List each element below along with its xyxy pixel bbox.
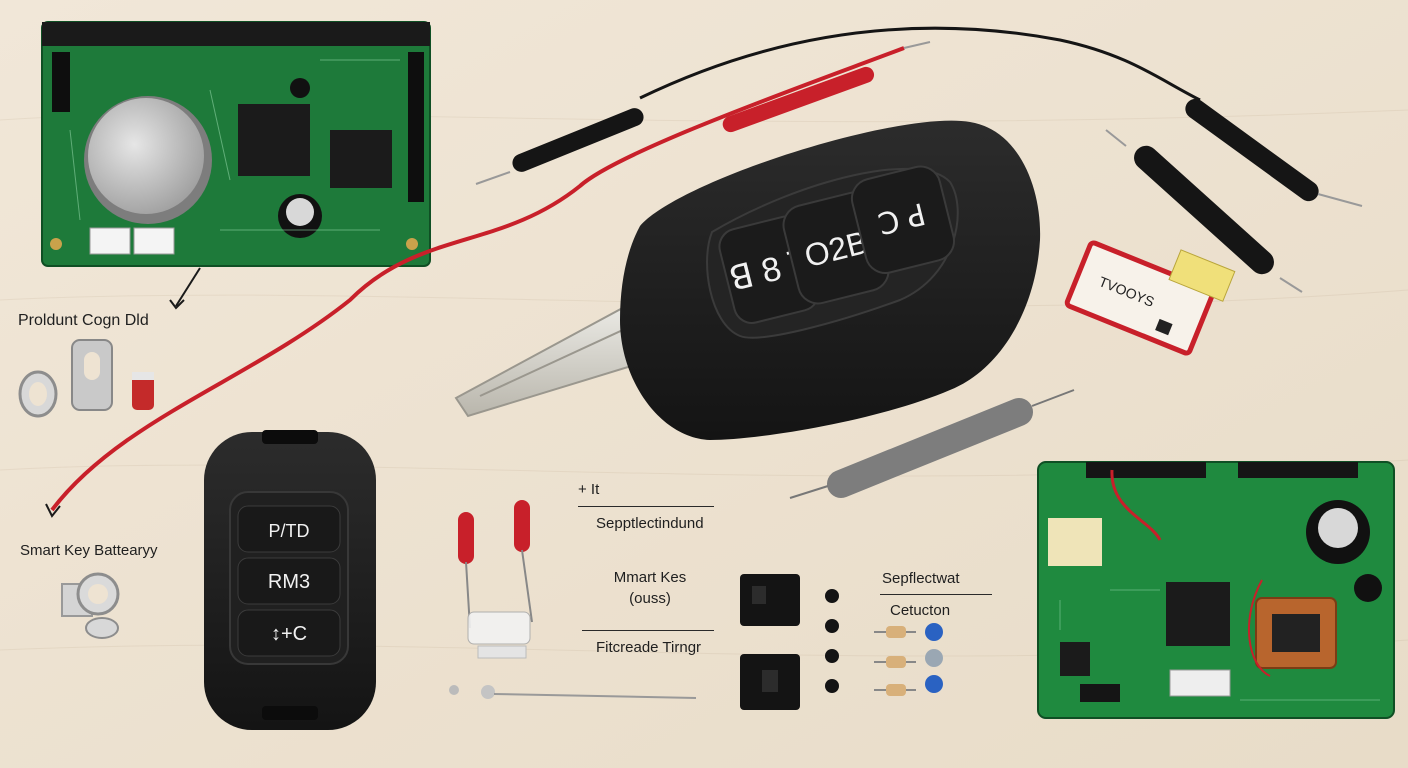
- label-smart-key-battery: Smart Key Battearyy: [20, 542, 158, 559]
- label-fitcreade: Fitcreade Tirngr: [596, 639, 702, 656]
- black-wire: [639, 26, 1201, 102]
- svg-text:RM3: RM3: [268, 571, 310, 593]
- svg-text:↕+C: ↕+C: [271, 623, 307, 645]
- metal-ring-parts: [18, 339, 154, 639]
- resistors-and-capacitors: [874, 623, 943, 696]
- red-label-sticker: TVOOYS: [1064, 240, 1236, 356]
- label-mmart-kes: Mmart Kes: [613, 569, 687, 586]
- label-sepptlect: Sepptlectindund: [596, 515, 704, 532]
- top-left-circuit-board: [41, 21, 431, 267]
- label-product-cogn: Proldunt Cogn Dld: [18, 312, 149, 329]
- black-switches: [740, 574, 800, 710]
- flip-car-key: ꓭ 8 ꓶ O2B ꓛ ꓒ: [454, 120, 1041, 440]
- battery-contacts: [449, 500, 697, 699]
- divider-line-3: [880, 594, 992, 595]
- svg-text:P/TD: P/TD: [268, 521, 309, 541]
- label-sepflectwat: Sepflectwat: [882, 570, 960, 587]
- fob-button-2: [237, 557, 341, 605]
- divider-line-2: [582, 630, 714, 631]
- grey-probe: [826, 398, 1034, 498]
- fob-button-1: [237, 505, 341, 553]
- pointer-arrow-pcb: [175, 267, 201, 307]
- smart-key-fob: P/TD RM3 ↕+C: [204, 430, 376, 730]
- divider-line-1: [578, 506, 714, 507]
- bottom-right-circuit-board: [1037, 461, 1395, 719]
- red-wire: [50, 46, 905, 512]
- label-cetucton: Cetucton: [890, 602, 951, 619]
- black-dots: [825, 589, 839, 693]
- fob-button-3: [237, 609, 341, 657]
- label-plus-it: + It: [578, 481, 600, 498]
- label-mmart-kes-sub: (ouss): [629, 590, 671, 607]
- flip-key-button-3: [850, 165, 956, 274]
